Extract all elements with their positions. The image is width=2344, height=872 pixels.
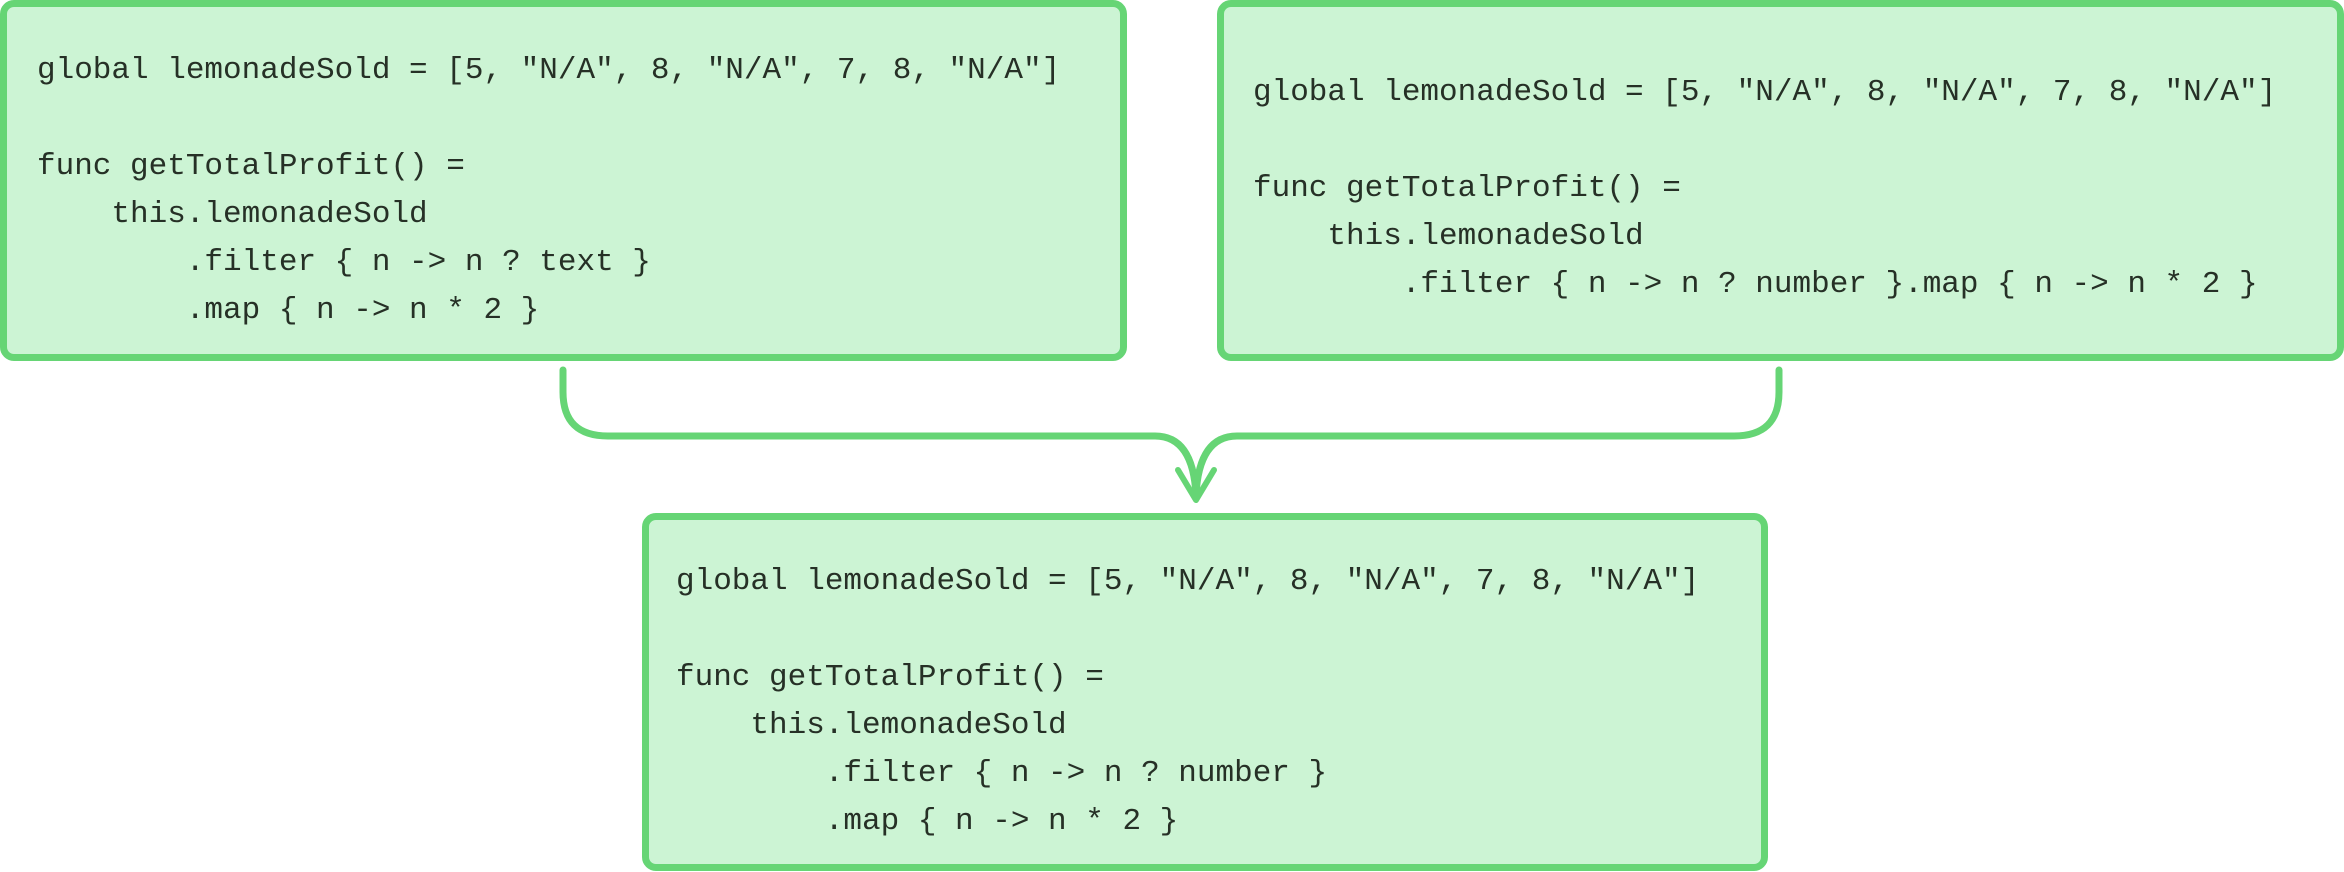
code-line: .filter { n -> n ? number }.map { n -> n…	[1253, 267, 2258, 302]
code-block: global lemonadeSold = [5, "N/A", 8, "N/A…	[37, 47, 1060, 335]
code-box-left: global lemonadeSold = [5, "N/A", 8, "N/A…	[0, 0, 1127, 361]
code-line: global lemonadeSold = [5, "N/A", 8, "N/A…	[676, 564, 1700, 599]
code-line: .map { n -> n * 2 }	[676, 804, 1179, 839]
code-line: this.lemonadeSold	[1253, 219, 1644, 254]
code-block: global lemonadeSold = [5, "N/A", 8, "N/A…	[1253, 69, 2276, 309]
code-box-right: global lemonadeSold = [5, "N/A", 8, "N/A…	[1217, 0, 2344, 361]
code-line: this.lemonadeSold	[37, 197, 428, 232]
code-line: func getTotalProfit() =	[37, 149, 465, 184]
code-line: func getTotalProfit() =	[676, 660, 1104, 695]
code-line: func getTotalProfit() =	[1253, 171, 1681, 206]
code-box-merged: global lemonadeSold = [5, "N/A", 8, "N/A…	[642, 513, 1768, 871]
code-block: global lemonadeSold = [5, "N/A", 8, "N/A…	[676, 558, 1699, 846]
code-line: global lemonadeSold = [5, "N/A", 8, "N/A…	[1253, 75, 2277, 110]
code-line: this.lemonadeSold	[676, 708, 1067, 743]
arrow-head-icon	[1175, 467, 1217, 503]
code-line: .filter { n -> n ? number }	[676, 756, 1328, 791]
code-line: .map { n -> n * 2 }	[37, 293, 540, 328]
code-line: .filter { n -> n ? text }	[37, 245, 651, 280]
code-line: global lemonadeSold = [5, "N/A", 8, "N/A…	[37, 53, 1061, 88]
right-branch-line	[1192, 366, 1783, 499]
left-branch-line	[559, 366, 1200, 499]
